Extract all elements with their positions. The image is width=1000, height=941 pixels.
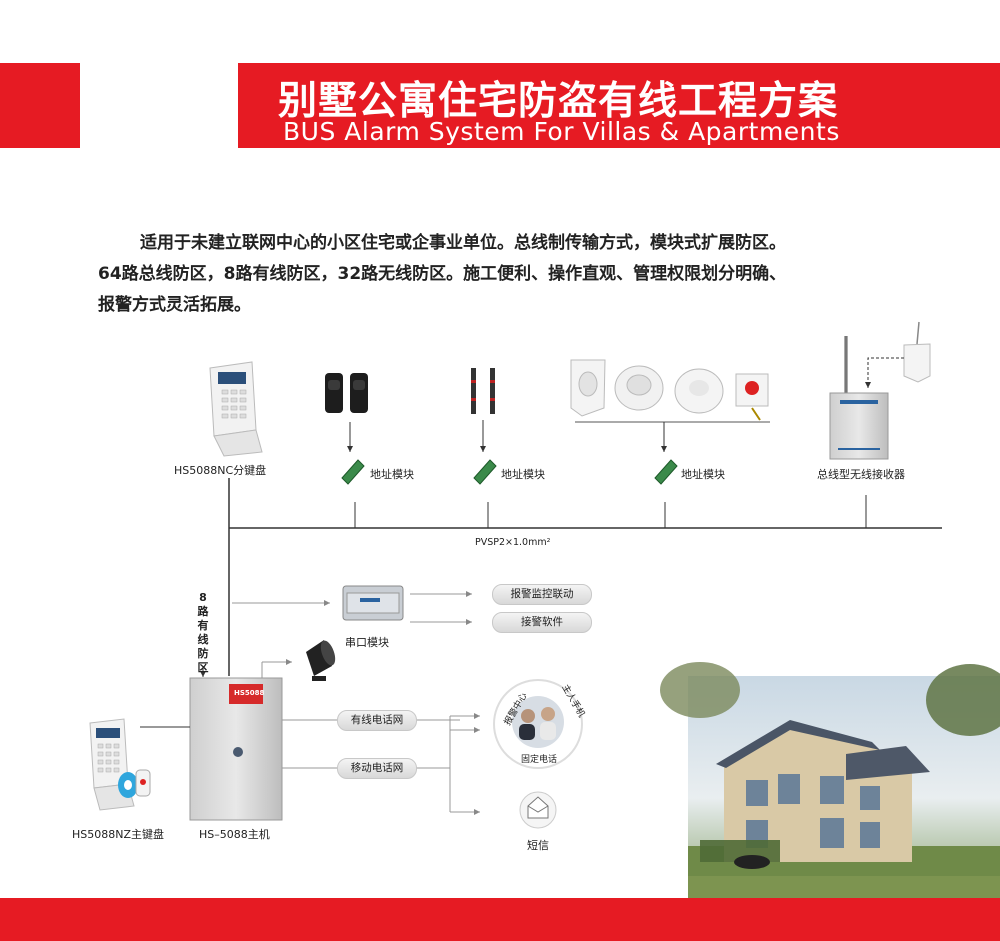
envelope-icon: [519, 791, 557, 829]
bus-cable-label: PVSP2×1.0mm²: [475, 537, 551, 548]
panic-button-icon: [735, 373, 769, 421]
header-red-banner: [238, 63, 1000, 148]
wired-phone-pill: 有线电话网: [337, 710, 417, 731]
wireless-receiver-label: 总线型无线接收器: [817, 468, 905, 481]
fixed-phone-label: 固定电话: [521, 755, 558, 765]
wired-zones-char: 线: [197, 633, 209, 646]
siren-icon: [306, 640, 336, 681]
intro-line-1: 适用于未建立联网中心的小区住宅或企事业单位。总线制传输方式，模块式扩展防区。: [140, 233, 786, 253]
address-module-label-3: 地址模块: [681, 468, 725, 481]
wired-zones-char: 有: [197, 619, 209, 632]
keypad-icon: [209, 361, 263, 457]
pir-detector-icon: [570, 359, 606, 417]
receiver-box-icon: [829, 392, 889, 460]
host-badge: HS5088: [234, 689, 265, 697]
alarm-software-pill: 接警软件: [492, 612, 592, 633]
beam-detector-icon: [325, 373, 368, 413]
footer-red-bar: [0, 898, 1000, 941]
intro-text: 适用于未建立联网中心的小区住宅或企事业单位。总线制传输方式，模块式扩展防区。 6…: [98, 228, 938, 321]
serial-module-icon: [342, 585, 404, 621]
intro-line-3: 报警方式灵活拓展。: [98, 295, 251, 315]
wired-zones-char: 防: [197, 647, 209, 660]
address-module-icon: [341, 459, 678, 485]
alarm-center-circle: [493, 679, 583, 769]
infrared-fence-icon: [471, 368, 495, 414]
wired-zones-char: 路: [197, 605, 209, 618]
page-subtitle: BUS Alarm System For Villas & Apartments: [283, 117, 840, 146]
wireless-detector-icon: [903, 321, 931, 383]
page-title: 别墅公寓住宅防盗有线工程方案: [278, 79, 839, 124]
keypad-top-label: HS5088NC分键盘: [174, 464, 267, 477]
header-red-block-left: [0, 63, 80, 148]
ceiling-detector-icon: [674, 368, 724, 414]
address-module-label-2: 地址模块: [501, 468, 545, 481]
alarm-link-pill: 报警监控联动: [492, 584, 592, 605]
host-label: HS–5088主机: [199, 828, 270, 841]
wired-zones-char: 区: [197, 661, 209, 674]
villa-photo: [660, 662, 1000, 898]
main-keypad-label: HS5088NZ主键盘: [72, 828, 165, 841]
wired-zones-char: 8: [199, 591, 207, 604]
serial-module-label: 串口模块: [345, 636, 389, 649]
mobile-phone-pill: 移动电话网: [337, 758, 417, 779]
sms-label: 短信: [527, 839, 549, 852]
address-module-label-1: 地址模块: [370, 468, 414, 481]
intro-line-2: 64路总线防区，8路有线防区，32路无线防区。施工便利、操作直观、管理权限划分明…: [98, 264, 787, 284]
host-box-icon: [189, 677, 283, 821]
smoke-detector-icon: [614, 365, 664, 411]
rfid-tag-icon: [118, 769, 151, 798]
